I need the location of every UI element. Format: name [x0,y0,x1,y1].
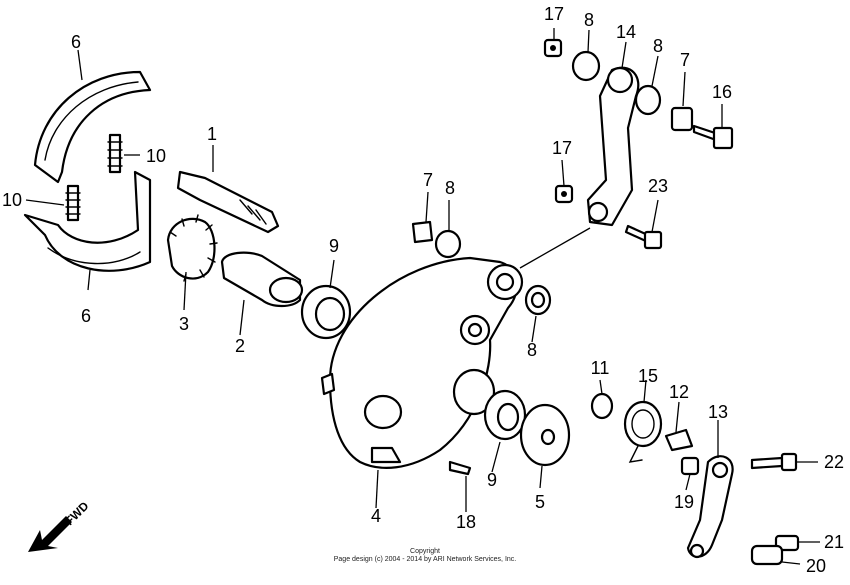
copyright-line-2: Page design (c) 2004 - 2014 by ARI Netwo… [333,556,517,563]
callout-18[interactable]: 18 [456,512,476,532]
brake-panel[interactable] [320,256,524,469]
callout-1[interactable]: 1 [207,124,217,144]
bolt-23[interactable] [624,224,663,250]
brake-cam-shaft[interactable] [176,170,280,234]
indicator-gear[interactable] [166,214,218,282]
callout-2[interactable]: 2 [235,336,245,356]
callout-10-right[interactable]: 10 [146,146,166,166]
callout-8-top[interactable]: 8 [584,10,594,30]
callout-5[interactable]: 5 [535,492,545,512]
brake-shoe-lower[interactable] [23,170,152,272]
bolt-18[interactable] [448,460,472,476]
callout-8-lower[interactable]: 8 [527,340,537,360]
arm-leader-line [519,227,591,269]
fwd-arrow-icon [28,516,72,552]
callout-3[interactable]: 3 [179,314,189,334]
nut-17-middle[interactable] [554,184,574,204]
fwd-label: FWD [62,499,91,528]
bushing-7-center[interactable] [411,220,462,259]
nut-19[interactable] [680,456,700,476]
callout-14[interactable]: 14 [616,22,636,42]
callout-19[interactable]: 19 [674,492,694,512]
thrust-washer[interactable] [519,403,571,467]
callout-12[interactable]: 12 [669,382,689,402]
callout-15[interactable]: 15 [638,366,658,386]
callout-16[interactable]: 16 [712,82,732,102]
callout-4[interactable]: 4 [371,506,381,526]
copyright-line-1: Copyright [410,548,440,555]
collar-20[interactable] [750,544,784,566]
copyright-notice: Copyright Page design (c) 2004 - 2014 by… [0,548,850,564]
callout-22[interactable]: 22 [824,452,844,472]
callout-8-center[interactable]: 8 [445,178,455,198]
seal-left[interactable] [300,284,352,340]
callout-8-right[interactable]: 8 [653,36,663,56]
shoe-spring-left[interactable] [65,184,81,222]
washer-11[interactable] [590,392,614,420]
bolt-16[interactable] [692,124,734,150]
seal-right[interactable] [483,389,527,441]
washer-8-right[interactable] [634,84,662,116]
callout-11[interactable]: 11 [591,358,610,378]
dust-seal-8-center[interactable] [524,284,552,316]
collar-7-right[interactable] [670,106,694,132]
callout-23[interactable]: 23 [648,176,668,196]
callout-9-left[interactable]: 9 [329,236,339,256]
callout-6-upper[interactable]: 6 [71,32,81,52]
callout-labels: 6 6 10 10 1 2 3 9 4 7 8 8 9 5 18 17 8 14… [2,4,844,576]
nut-17-top[interactable] [543,38,563,58]
plate-12[interactable] [664,428,694,452]
brake-shoe-upper[interactable] [33,70,152,184]
callout-20[interactable]: 20 [806,556,826,576]
bolt-22[interactable] [750,452,798,472]
callout-9-right[interactable]: 9 [487,470,497,490]
clip-21[interactable] [774,534,800,552]
callout-7-right[interactable]: 7 [680,50,690,70]
brake-arm-14[interactable] [586,66,640,227]
forward-direction-indicator: FWD [28,499,92,552]
callout-7-center[interactable]: 7 [423,170,433,190]
return-spring-15[interactable] [623,400,663,463]
callout-13[interactable]: 13 [708,402,728,422]
cam-collar[interactable] [220,251,304,308]
callout-10-left[interactable]: 10 [2,190,22,210]
callout-17-middle[interactable]: 17 [552,138,572,158]
callout-21[interactable]: 21 [824,532,844,552]
shoe-spring-right[interactable] [107,133,123,174]
callout-17-top[interactable]: 17 [544,4,564,24]
washer-8-top[interactable] [571,50,601,82]
callout-leaders [25,28,820,565]
lever-13[interactable] [686,455,734,559]
callout-6-lower[interactable]: 6 [81,306,91,326]
